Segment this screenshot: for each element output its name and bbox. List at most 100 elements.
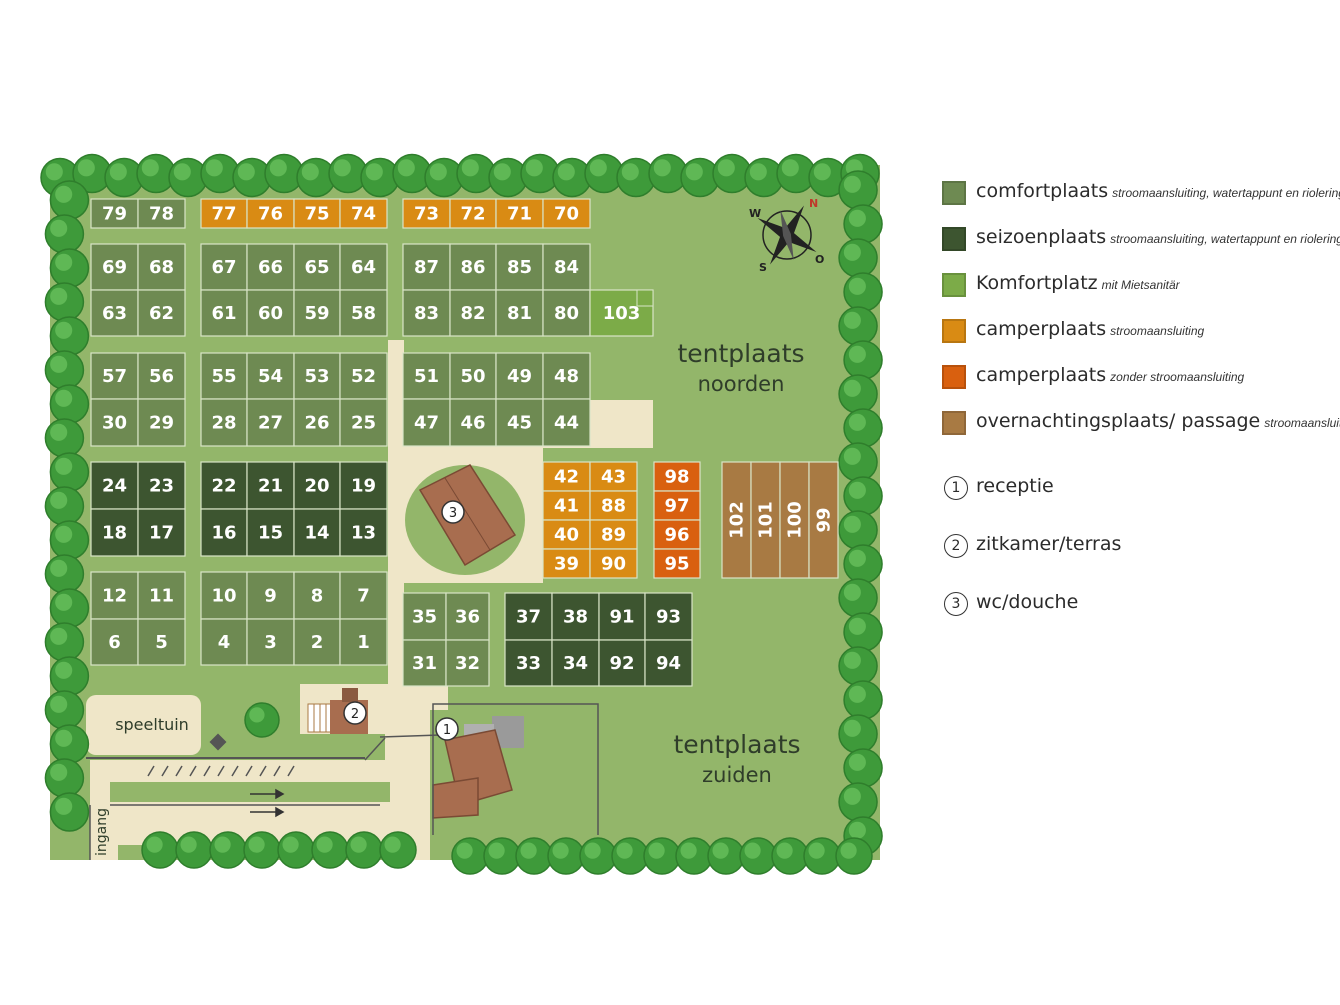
plot-27[interactable]: 27 — [246, 398, 295, 447]
plot-66[interactable]: 66 — [246, 243, 295, 291]
plot-rect[interactable] — [339, 289, 388, 337]
plot-103[interactable]: 103 — [589, 289, 654, 337]
plot-81[interactable]: 81 — [495, 289, 544, 337]
plot-rect[interactable] — [589, 519, 638, 550]
plot-28[interactable]: 28 — [200, 398, 248, 447]
plot-61[interactable]: 61 — [200, 289, 248, 337]
plot-rect[interactable] — [293, 198, 341, 229]
plot-rect[interactable] — [246, 461, 295, 510]
plot-79[interactable]: 79 — [90, 198, 139, 229]
plot-84[interactable]: 84 — [542, 243, 591, 291]
plot-70[interactable]: 70 — [542, 198, 591, 229]
plot-51[interactable]: 51 — [402, 352, 451, 400]
plot-50[interactable]: 50 — [449, 352, 497, 400]
plot-102[interactable]: 102 — [721, 461, 752, 579]
plot-78[interactable]: 78 — [137, 198, 186, 229]
plot-rect[interactable] — [445, 592, 490, 641]
plot-rect[interactable] — [246, 398, 295, 447]
plot-rect[interactable] — [293, 289, 341, 337]
plot-76[interactable]: 76 — [246, 198, 295, 229]
plot-69[interactable]: 69 — [90, 243, 139, 291]
plot-rect[interactable] — [339, 571, 388, 620]
plot-19[interactable]: 19 — [339, 461, 388, 510]
plot-rect[interactable] — [90, 618, 139, 666]
plot-73[interactable]: 73 — [402, 198, 451, 229]
plot-58[interactable]: 58 — [339, 289, 388, 337]
plot-13[interactable]: 13 — [339, 508, 388, 557]
plot-20[interactable]: 20 — [293, 461, 341, 510]
plot-rect[interactable] — [246, 508, 295, 557]
plot-rect[interactable] — [137, 243, 186, 291]
plot-74[interactable]: 74 — [339, 198, 388, 229]
plot-5[interactable]: 5 — [137, 618, 186, 666]
plot-85[interactable]: 85 — [495, 243, 544, 291]
plot-55[interactable]: 55 — [200, 352, 248, 400]
plot-94[interactable]: 94 — [644, 639, 693, 687]
plot-17[interactable]: 17 — [137, 508, 186, 557]
plot-18[interactable]: 18 — [90, 508, 139, 557]
plot-rect[interactable] — [246, 243, 295, 291]
plot-rect[interactable] — [589, 490, 638, 521]
plot-80[interactable]: 80 — [542, 289, 591, 337]
plot-98[interactable]: 98 — [653, 461, 701, 492]
plot-88[interactable]: 88 — [589, 490, 638, 521]
plot-91[interactable]: 91 — [598, 592, 646, 641]
plot-rect[interactable] — [449, 198, 497, 229]
plot-68[interactable]: 68 — [137, 243, 186, 291]
plot-rect[interactable] — [653, 490, 701, 521]
plot-23[interactable]: 23 — [137, 461, 186, 510]
plot-6[interactable]: 6 — [90, 618, 139, 666]
plot-9[interactable]: 9 — [246, 571, 295, 620]
plot-40[interactable]: 40 — [542, 519, 591, 550]
plot-77[interactable]: 77 — [200, 198, 248, 229]
plot-rect[interactable] — [449, 289, 497, 337]
plot-rect[interactable] — [200, 571, 248, 620]
plot-99[interactable]: 99 — [808, 461, 839, 579]
plot-56[interactable]: 56 — [137, 352, 186, 400]
plot-65[interactable]: 65 — [293, 243, 341, 291]
plot-rect[interactable] — [137, 352, 186, 400]
plot-rect[interactable] — [90, 461, 139, 510]
plot-29[interactable]: 29 — [137, 398, 186, 447]
plot-rect[interactable] — [721, 461, 752, 579]
plot-25[interactable]: 25 — [339, 398, 388, 447]
plot-59[interactable]: 59 — [293, 289, 341, 337]
plot-rect[interactable] — [339, 618, 388, 666]
plot-rect[interactable] — [653, 548, 701, 579]
plot-30[interactable]: 30 — [90, 398, 139, 447]
plot-41[interactable]: 41 — [542, 490, 591, 521]
plot-86[interactable]: 86 — [449, 243, 497, 291]
plot-64[interactable]: 64 — [339, 243, 388, 291]
plot-rect[interactable] — [339, 198, 388, 229]
plot-87[interactable]: 87 — [402, 243, 451, 291]
plot-63[interactable]: 63 — [90, 289, 139, 337]
plot-43[interactable]: 43 — [589, 461, 638, 492]
plot-35[interactable]: 35 — [402, 592, 447, 641]
plot-15[interactable]: 15 — [246, 508, 295, 557]
plot-45[interactable]: 45 — [495, 398, 544, 447]
plot-rect[interactable] — [402, 398, 451, 447]
plot-rect[interactable] — [200, 618, 248, 666]
plot-101[interactable]: 101 — [750, 461, 781, 579]
plot-rect[interactable] — [449, 243, 497, 291]
plot-rect[interactable] — [495, 352, 544, 400]
plot-rect[interactable] — [293, 243, 341, 291]
plot-rect[interactable] — [542, 490, 591, 521]
plot-93[interactable]: 93 — [644, 592, 693, 641]
plot-rect[interactable] — [200, 398, 248, 447]
plot-rect[interactable] — [542, 289, 591, 337]
plot-36[interactable]: 36 — [445, 592, 490, 641]
plot-rect[interactable] — [644, 639, 693, 687]
plot-31[interactable]: 31 — [402, 639, 447, 687]
plot-90[interactable]: 90 — [589, 548, 638, 579]
plot-67[interactable]: 67 — [200, 243, 248, 291]
plot-rect[interactable] — [495, 398, 544, 447]
plot-rect[interactable] — [542, 398, 591, 447]
plot-rect[interactable] — [653, 461, 701, 492]
plot-rect[interactable] — [137, 571, 186, 620]
plot-75[interactable]: 75 — [293, 198, 341, 229]
plot-8[interactable]: 8 — [293, 571, 341, 620]
plot-38[interactable]: 38 — [551, 592, 600, 641]
plot-16[interactable]: 16 — [200, 508, 248, 557]
plot-89[interactable]: 89 — [589, 519, 638, 550]
